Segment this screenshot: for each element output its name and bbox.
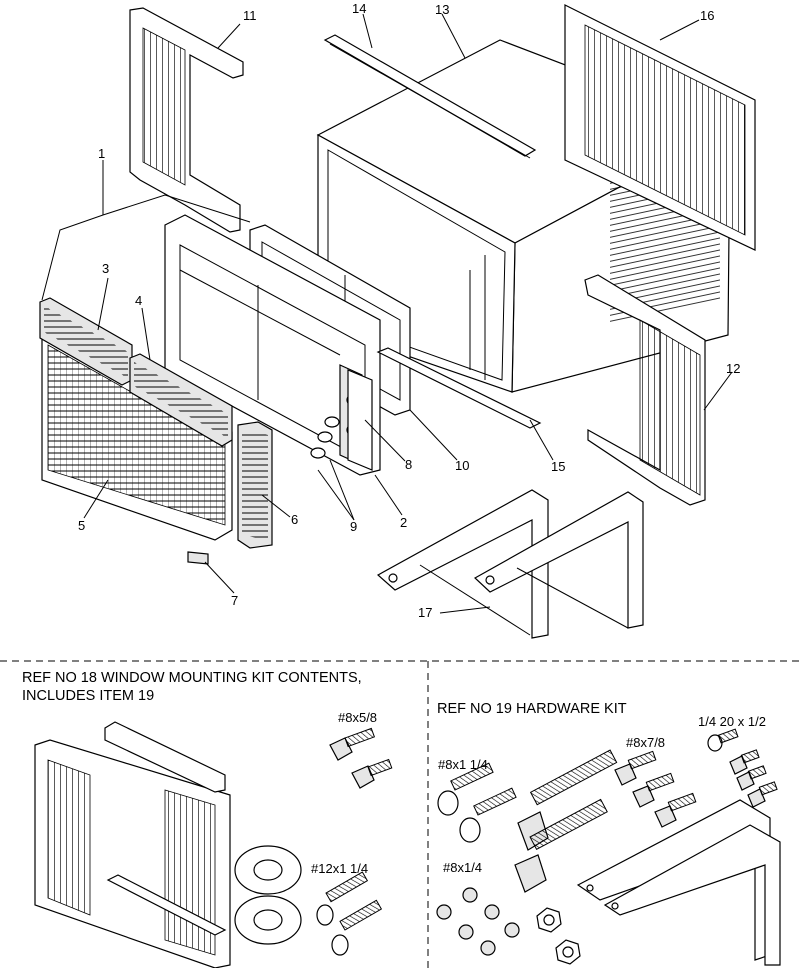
callout-10: 10 xyxy=(455,458,469,473)
top-rail-part-14 xyxy=(323,34,537,159)
callout-5: 5 xyxy=(78,518,85,533)
rear-grille-part-16 xyxy=(564,4,756,251)
screws-8x7-8 xyxy=(614,750,697,828)
bottom-rail-part-15 xyxy=(376,347,542,429)
callout-1: 1 xyxy=(98,146,105,161)
foam-seal-rings xyxy=(234,845,302,945)
support-bracket-part-17 xyxy=(376,489,644,639)
callout-14: 14 xyxy=(352,1,366,16)
side-curtain-part-11 xyxy=(129,7,244,233)
callout-3: 3 xyxy=(102,261,109,276)
bolts-1-4-20x1-2 xyxy=(707,728,778,808)
callout-15: 15 xyxy=(551,459,565,474)
label-8x5-8: #8x5/8 xyxy=(338,710,377,725)
hardware-labels: #8x5/8 #12x1 1/4 #8x1 1/4 #8x7/8 1/4 20 … xyxy=(311,710,766,876)
hardware-support-bracket xyxy=(576,799,781,966)
knobs-part-9 xyxy=(310,416,340,459)
kit-18-title-line-2: INCLUDES ITEM 19 xyxy=(22,688,154,704)
lower-louver-part-4 xyxy=(129,353,233,447)
side-curtain-part-12 xyxy=(584,274,706,506)
carriage-bolts xyxy=(514,749,618,893)
callout-9: 9 xyxy=(350,519,357,534)
small-screws-8x1-4 xyxy=(436,887,520,956)
leader-lines xyxy=(41,13,733,614)
screws-8x5-8 xyxy=(329,727,393,789)
side-insert-part-6 xyxy=(237,421,273,549)
screws-8x1-1-4 xyxy=(437,762,517,843)
kit-headers: REF NO 18 WINDOW MOUNTING KIT CONTENTS, … xyxy=(22,670,627,717)
screws-12x1-1-4 xyxy=(316,871,383,956)
front-grille-part-5 xyxy=(41,327,233,541)
hex-nuts xyxy=(536,907,581,965)
callout-6: 6 xyxy=(291,512,298,527)
callout-2: 2 xyxy=(400,515,407,530)
label-8x1-4: #8x1/4 xyxy=(443,860,482,875)
label-8x1-1-4: #8x1 1/4 xyxy=(438,757,488,772)
callout-7: 7 xyxy=(231,593,238,608)
kit-19-title: REF NO 19 HARDWARE KIT xyxy=(437,701,627,717)
mount-kit-rail xyxy=(104,721,227,936)
callout-16: 16 xyxy=(700,8,714,23)
control-panel-part-8 xyxy=(347,369,373,471)
clip-part-7 xyxy=(187,551,209,565)
callout-4: 4 xyxy=(135,293,142,308)
label-1-4-20x1-2: 1/4 20 x 1/2 xyxy=(698,714,766,729)
callout-12: 12 xyxy=(726,361,740,376)
callout-8: 8 xyxy=(405,457,412,472)
label-12x1-1-4: #12x1 1/4 xyxy=(311,861,368,876)
callout-labels: 1 2 3 4 5 6 7 8 9 10 11 12 13 14 15 16 1… xyxy=(78,1,740,620)
callout-13: 13 xyxy=(435,2,449,17)
callout-17: 17 xyxy=(418,605,432,620)
label-8x7-8: #8x7/8 xyxy=(626,735,665,750)
kit-18-title-line-1: REF NO 18 WINDOW MOUNTING KIT CONTENTS, xyxy=(22,670,362,686)
callout-11: 11 xyxy=(243,8,257,23)
